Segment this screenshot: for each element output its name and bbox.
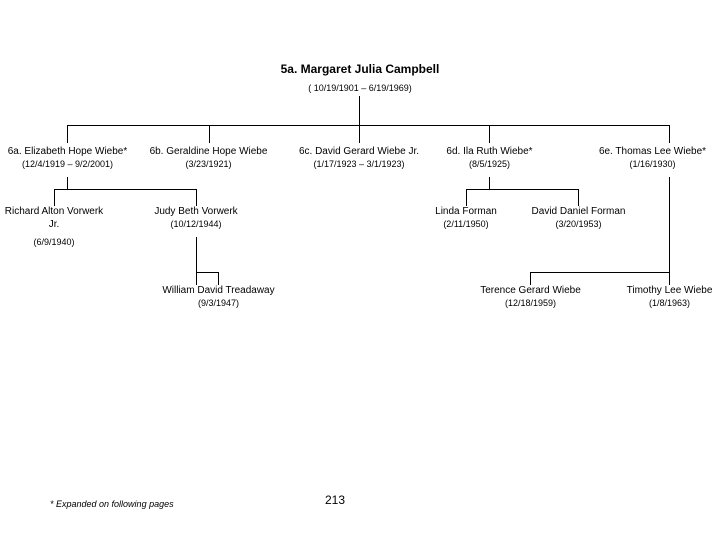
person-node-6d: 6d. Ila Ruth Wiebe* (8/5/1925)	[422, 146, 557, 170]
connector-6d-drop-david	[578, 189, 579, 206]
root-person-dates: ( 10/19/1901 – 6/19/1969)	[308, 83, 412, 93]
person-node-6b: 6b. Geraldine Hope Wiebe (3/23/1921)	[141, 146, 276, 170]
connector-6a-drop-judy	[196, 189, 197, 206]
person-dates-6d: (8/5/1925)	[468, 158, 511, 169]
person-node-linda-forman: Linda Forman (2/11/1950)	[412, 206, 520, 230]
person-name-6a: 6a. Elizabeth Hope Wiebe*	[7, 146, 128, 157]
connector-judy-stem	[196, 237, 197, 285]
connector-6a-drop-richard	[54, 189, 55, 206]
connector-gen8-bus	[530, 272, 669, 273]
person-node-terence-gerard-wiebe: Terence Gerard Wiebe (12/18/1959)	[463, 285, 598, 309]
connector-6a-stem	[67, 177, 68, 189]
person-name-william-david-treadaway: William David Treadaway	[162, 285, 275, 296]
person-name-6b: 6b. Geraldine Hope Wiebe	[149, 146, 268, 157]
root-person-node: 5a. Margaret Julia Campbell ( 10/19/1901…	[0, 62, 720, 94]
person-node-6c: 6c. David Gerard Wiebe Jr. (1/17/1923 – …	[283, 146, 435, 170]
person-name-david-daniel-forman: David Daniel Forman	[531, 206, 626, 217]
person-name-terence-gerard-wiebe: Terence Gerard Wiebe	[480, 285, 581, 296]
person-dates-6a: (12/4/1919 – 9/2/2001)	[21, 158, 114, 169]
person-name-6c: 6c. David Gerard Wiebe Jr.	[298, 146, 420, 157]
connector-gen6-drop-e	[669, 125, 670, 143]
connector-gen6-drop-c	[359, 125, 360, 143]
person-dates-6c: (1/17/1923 – 3/1/1923)	[313, 158, 405, 169]
connector-root-stem	[359, 96, 360, 125]
person-dates-richard-alton-vorwerk-jr: (6/9/1940)	[33, 237, 75, 247]
connector-terence-drop	[530, 272, 531, 285]
connector-judy-bus	[196, 272, 218, 273]
connector-6d-bus	[466, 189, 578, 190]
footnote-expanded-note: * Expanded on following pages	[50, 499, 174, 509]
connector-gen6-drop-a	[67, 125, 68, 143]
person-node-timothy-lee-wiebe: Timothy Lee Wiebe (1/8/1963)	[602, 285, 720, 309]
connector-william-drop	[218, 272, 219, 285]
person-name-timothy-lee-wiebe: Timothy Lee Wiebe	[626, 285, 713, 296]
root-person-name: 5a. Margaret Julia Campbell	[280, 62, 440, 76]
person-dates-william-david-treadaway: (9/3/1947)	[197, 297, 240, 308]
connector-6a-bus	[54, 189, 196, 190]
connector-gen6-drop-d	[489, 125, 490, 143]
connector-6d-stem	[489, 177, 490, 189]
person-name-judy-beth-vorwerk: Judy Beth Vorwerk	[154, 206, 238, 217]
connector-6d-drop-linda	[466, 189, 467, 206]
person-node-david-daniel-forman: David Daniel Forman (3/20/1953)	[513, 206, 644, 230]
connector-gen6-drop-b	[209, 125, 210, 143]
person-dates-david-daniel-forman: (3/20/1953)	[555, 218, 602, 229]
person-dates-linda-forman: (2/11/1950)	[443, 218, 489, 229]
connector-timothy-drop	[669, 272, 670, 285]
person-dates-terence-gerard-wiebe: (12/18/1959)	[504, 297, 557, 308]
person-name-linda-forman: Linda Forman	[435, 206, 497, 217]
connector-6e-long-stem	[669, 177, 670, 272]
person-dates-6e: (1/16/1930)	[629, 158, 676, 169]
person-node-6a: 6a. Elizabeth Hope Wiebe* (12/4/1919 – 9…	[0, 146, 135, 170]
person-dates-judy-beth-vorwerk: (10/12/1944)	[170, 218, 222, 229]
person-name-richard-alton-vorwerk-jr: Richard Alton Vorwerk Jr.	[4, 206, 104, 230]
person-node-william-david-treadaway: William David Treadaway (9/3/1947)	[151, 285, 286, 309]
person-dates-6b: (3/23/1921)	[185, 158, 232, 169]
connector-gen6-bus	[67, 125, 669, 126]
person-node-judy-beth-vorwerk: Judy Beth Vorwerk (10/12/1944)	[137, 206, 255, 230]
page-number: 213	[325, 493, 346, 507]
person-dates-timothy-lee-wiebe: (1/8/1963)	[648, 297, 691, 308]
person-node-6e: 6e. Thomas Lee Wiebe* (1/16/1930)	[585, 146, 720, 170]
person-name-6e: 6e. Thomas Lee Wiebe*	[598, 146, 707, 157]
person-name-6d: 6d. Ila Ruth Wiebe*	[446, 146, 533, 157]
person-node-richard-alton-vorwerk-jr: Richard Alton Vorwerk Jr. (6/9/1940)	[0, 206, 108, 248]
